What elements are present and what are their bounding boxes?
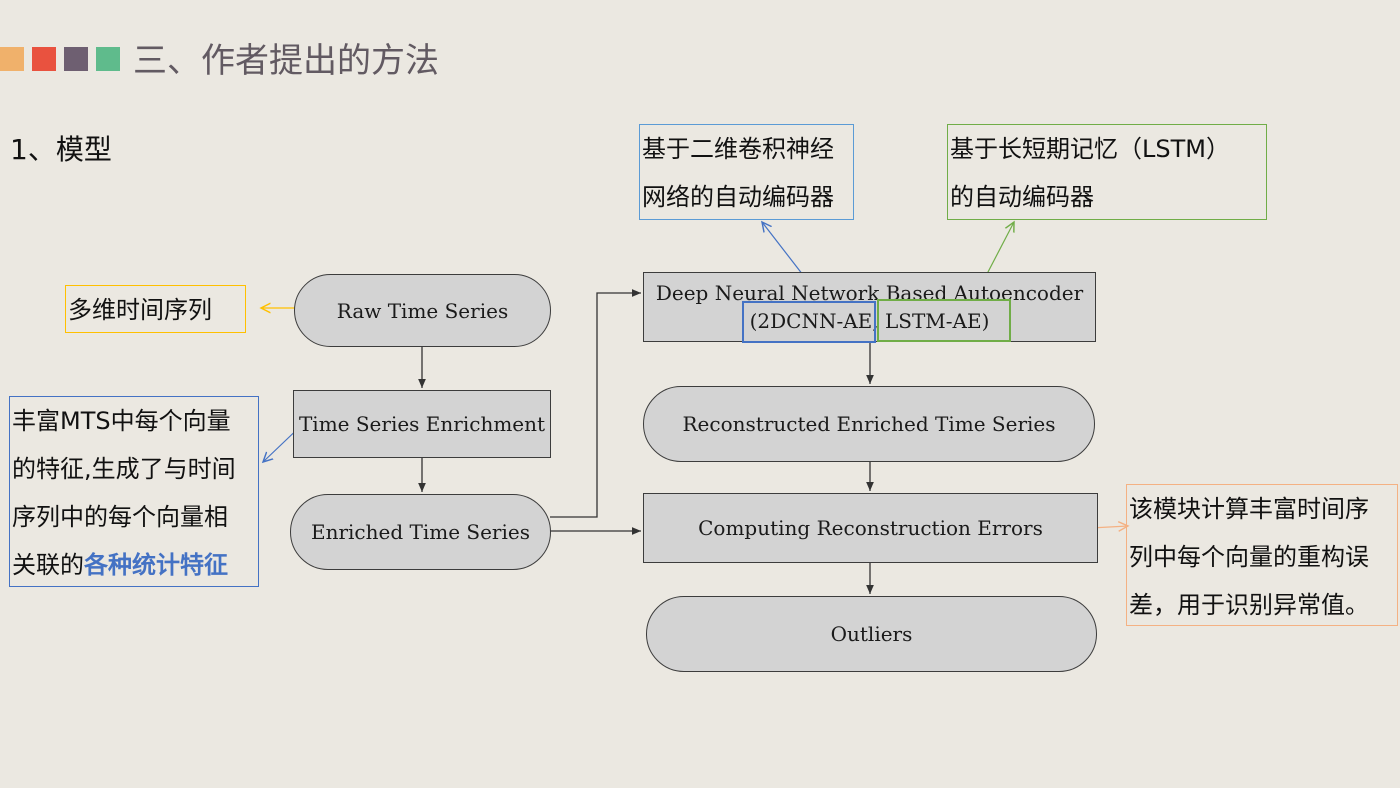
section-subtitle: 1、模型 <box>10 133 112 166</box>
node-dnn-autoencoder: Deep Neural Network Based Autoencoder (2… <box>643 272 1096 342</box>
header-square-purple <box>64 47 88 71</box>
note-enrich-highlight: 各种统计特征 <box>84 551 228 579</box>
note-cnn-autoencoder: 基于二维卷积神经 网络的自动编码器 <box>639 124 854 220</box>
note-enrich-line4-prefix: 关联的 <box>12 551 84 579</box>
header-square-red <box>32 47 56 71</box>
arrow-enriched-to-dnn <box>550 289 641 518</box>
note-errors-line1: 该模块计算丰富时间序 <box>1129 495 1369 523</box>
node-reconstructed: Reconstructed Enriched Time Series <box>643 386 1095 462</box>
node-dnn-line2: (2DCNN-AE, LSTM-AE) <box>750 307 990 335</box>
note-lstm-autoencoder: 基于长短期记忆（LSTM） 的自动编码器 <box>947 124 1267 220</box>
note-enrich-line4: 关联的各种统计特征 <box>12 541 256 589</box>
note-reconstruction-errors: 该模块计算丰富时间序 列中每个向量的重构误 差，用于识别异常值。 <box>1126 484 1398 626</box>
note-errors-line3: 差，用于识别异常值。 <box>1129 591 1369 619</box>
node-enrichment-label: Time Series Enrichment <box>298 412 546 436</box>
note-errors-line2: 列中每个向量的重构误 <box>1129 543 1369 571</box>
node-enriched-label: Enriched Time Series <box>310 520 530 544</box>
note-enrich-line2: 的特征,生成了与时间 <box>12 455 236 483</box>
note-mts: 多维时间序列 <box>65 285 246 333</box>
note-cnn-line1: 基于二维卷积神经 <box>642 135 834 163</box>
note-lstm-line1: 基于长短期记忆（LSTM） <box>950 135 1230 163</box>
node-outliers-label: Outliers <box>830 622 913 646</box>
node-outliers: Outliers <box>646 596 1097 672</box>
note-mts-text: 多维时间序列 <box>68 296 212 324</box>
highlight-lstm <box>877 299 1011 342</box>
node-raw-label: Raw Time Series <box>336 298 509 323</box>
node-dnn-lstm: LSTM-AE) <box>884 309 990 333</box>
node-dnn-2dcnn: (2DCNN-AE, <box>749 309 879 333</box>
page-title: 三、作者提出的方法 <box>133 41 439 81</box>
highlight-2dcnn <box>742 301 876 343</box>
note-enrichment: 丰富MTS中每个向量 的特征,生成了与时间 序列中的每个向量相 关联的各种统计特… <box>9 396 259 587</box>
node-reconstructed-label: Reconstructed Enriched Time Series <box>682 412 1056 436</box>
note-cnn-line2: 网络的自动编码器 <box>642 183 834 211</box>
node-errors-label: Computing Reconstruction Errors <box>698 516 1043 540</box>
node-reconstruction-errors: Computing Reconstruction Errors <box>643 493 1098 563</box>
header-square-orange <box>0 47 24 71</box>
note-enrich-line1: 丰富MTS中每个向量 <box>12 407 231 435</box>
header-square-green <box>96 47 120 71</box>
note-lstm-line2: 的自动编码器 <box>950 183 1094 211</box>
note-enrich-line3: 序列中的每个向量相 <box>12 503 228 531</box>
node-raw-time-series: Raw Time Series <box>294 274 551 347</box>
node-time-series-enrichment: Time Series Enrichment <box>293 390 551 458</box>
node-enriched-time-series: Enriched Time Series <box>290 494 551 570</box>
